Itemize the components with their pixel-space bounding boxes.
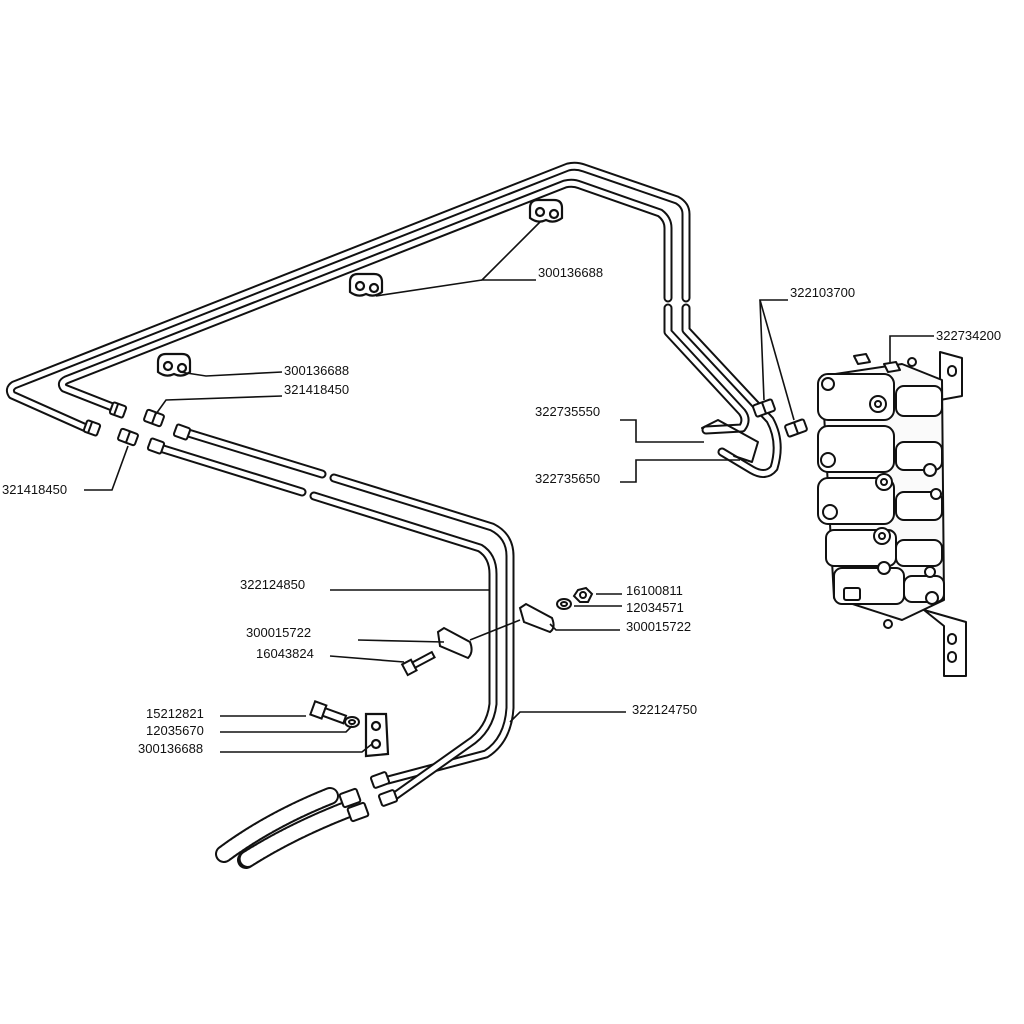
part-label-12035670: 12035670 bbox=[146, 723, 204, 738]
part-label-12034571: 12034571 bbox=[626, 600, 684, 615]
control-valve-bank bbox=[817, 351, 967, 677]
part-label-321418450-lower: 321418450 bbox=[2, 482, 68, 497]
part-label-322735650: 322735650 bbox=[535, 471, 601, 486]
part-label-322124850: 322124850 bbox=[240, 577, 306, 592]
valve-pipe-loops bbox=[663, 303, 782, 478]
part-label-300136688-bottom: 300136688 bbox=[138, 741, 204, 756]
flexible-hoses bbox=[215, 787, 355, 869]
part-label-300136688-top: 300136688 bbox=[538, 265, 604, 280]
pipe-fittings bbox=[82, 401, 399, 823]
unions bbox=[752, 398, 808, 438]
part-label-300136688-middle: 300136688 bbox=[284, 363, 350, 378]
leader-lines bbox=[84, 221, 934, 753]
part-label-322103700: 322103700 bbox=[790, 285, 856, 300]
upper-pipe-inner bbox=[57, 178, 673, 413]
pipe-clips bbox=[156, 198, 564, 758]
part-label-16043824: 16043824 bbox=[256, 646, 314, 661]
part-label-322734200: 322734200 bbox=[936, 328, 1002, 343]
part-label-322124750: 322124750 bbox=[632, 702, 698, 717]
upper-pipe-outer bbox=[5, 161, 691, 433]
part-label-322735550: 322735550 bbox=[535, 404, 601, 419]
part-label-15212821: 15212821 bbox=[146, 706, 204, 721]
part-label-321418450-upper: 321418450 bbox=[284, 382, 350, 397]
part-label-300015722-right: 300015722 bbox=[626, 619, 692, 634]
part-label-300015722-left: 300015722 bbox=[246, 625, 312, 640]
lower-pipe-run bbox=[155, 427, 515, 803]
part-label-16100811: 16100811 bbox=[626, 583, 683, 598]
